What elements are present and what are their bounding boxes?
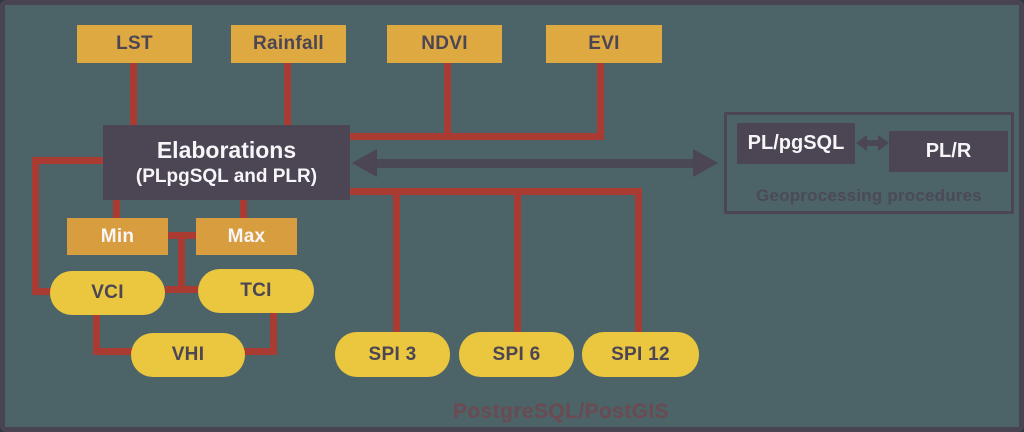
connector-left-vci [32,288,52,295]
connector-ndvi-evi-hub [350,133,604,140]
connector-vci-tci-bridge [165,286,198,293]
connector-vci-vhi [93,348,133,355]
double-arrow-plpgsql-plr [856,135,889,151]
connector-hub-min [113,198,120,219]
footer-label: PostgreSQL/PostGIS [453,400,670,423]
node-elaborations: Elaborations (PLpgSQL and PLR) [103,125,350,200]
node-min: Min [67,218,168,255]
geoprocessing-group [724,112,1014,214]
connector-spi12-drop [635,188,642,334]
node-ndvi: NDVI [387,25,502,63]
node-tci: TCI [198,269,314,313]
node-spi3-label: SPI 3 [368,343,417,365]
small-arrow-shaft [865,140,880,146]
node-rainfall: Rainfall [231,25,346,63]
arrow-right-head-icon [693,149,718,177]
small-arrow-left-head-icon [856,135,867,151]
connector-spi6-drop [514,195,521,334]
double-arrow-hub-geoprocessing [352,149,718,177]
connector-tci-vhi [243,348,277,355]
node-max: Max [196,218,297,255]
elaborations-subtitle: (PLpgSQL and PLR) [135,166,318,187]
elaborations-title: Elaborations [156,137,297,164]
node-vhi-label: VHI [171,344,205,365]
node-lst-label: LST [116,33,153,54]
connector-evi-drop [597,63,604,140]
node-min-label: Min [100,225,135,247]
arrow-shaft [374,159,696,168]
node-tci-label: TCI [240,280,272,301]
node-vci-label: VCI [91,282,124,303]
node-rainfall-label: Rainfall [252,33,325,54]
node-plpgsql-label: PL/pgSQL [747,132,845,154]
connector-spi3-drop [393,195,400,334]
node-vhi: VHI [131,333,245,377]
connector-ndvi-drop [444,63,451,140]
connector-hub-max [240,198,247,219]
node-evi-label: EVI [588,33,620,54]
connector-lst-hub [130,63,137,125]
node-lst: LST [77,25,192,63]
node-plpgsql: PL/pgSQL [737,123,855,164]
node-spi12: SPI 12 [582,332,699,377]
node-ndvi-label: NDVI [421,33,468,54]
connector-hub-left-vertical [32,157,39,295]
node-plr-label: PL/R [925,140,972,162]
connector-hub-spi-horizontal [350,188,642,195]
node-plr: PL/R [889,131,1008,172]
node-evi: EVI [546,25,662,63]
arrow-left-head-icon [352,149,377,177]
node-spi6-label: SPI 6 [492,343,541,365]
connector-tci-down [270,311,277,355]
connector-vci-down [93,313,100,355]
geoprocessing-caption: Geoprocessing procedures [756,186,982,205]
connector-rainfall-hub [284,63,291,125]
node-spi12-label: SPI 12 [611,343,670,365]
node-max-label: Max [227,225,266,247]
node-spi6: SPI 6 [459,332,574,377]
small-arrow-right-head-icon [878,135,889,151]
node-vci: VCI [50,271,165,315]
node-spi3: SPI 3 [335,332,450,377]
connector-hub-left-horizontal [32,157,103,164]
connector-bridge-vertical [178,232,185,293]
